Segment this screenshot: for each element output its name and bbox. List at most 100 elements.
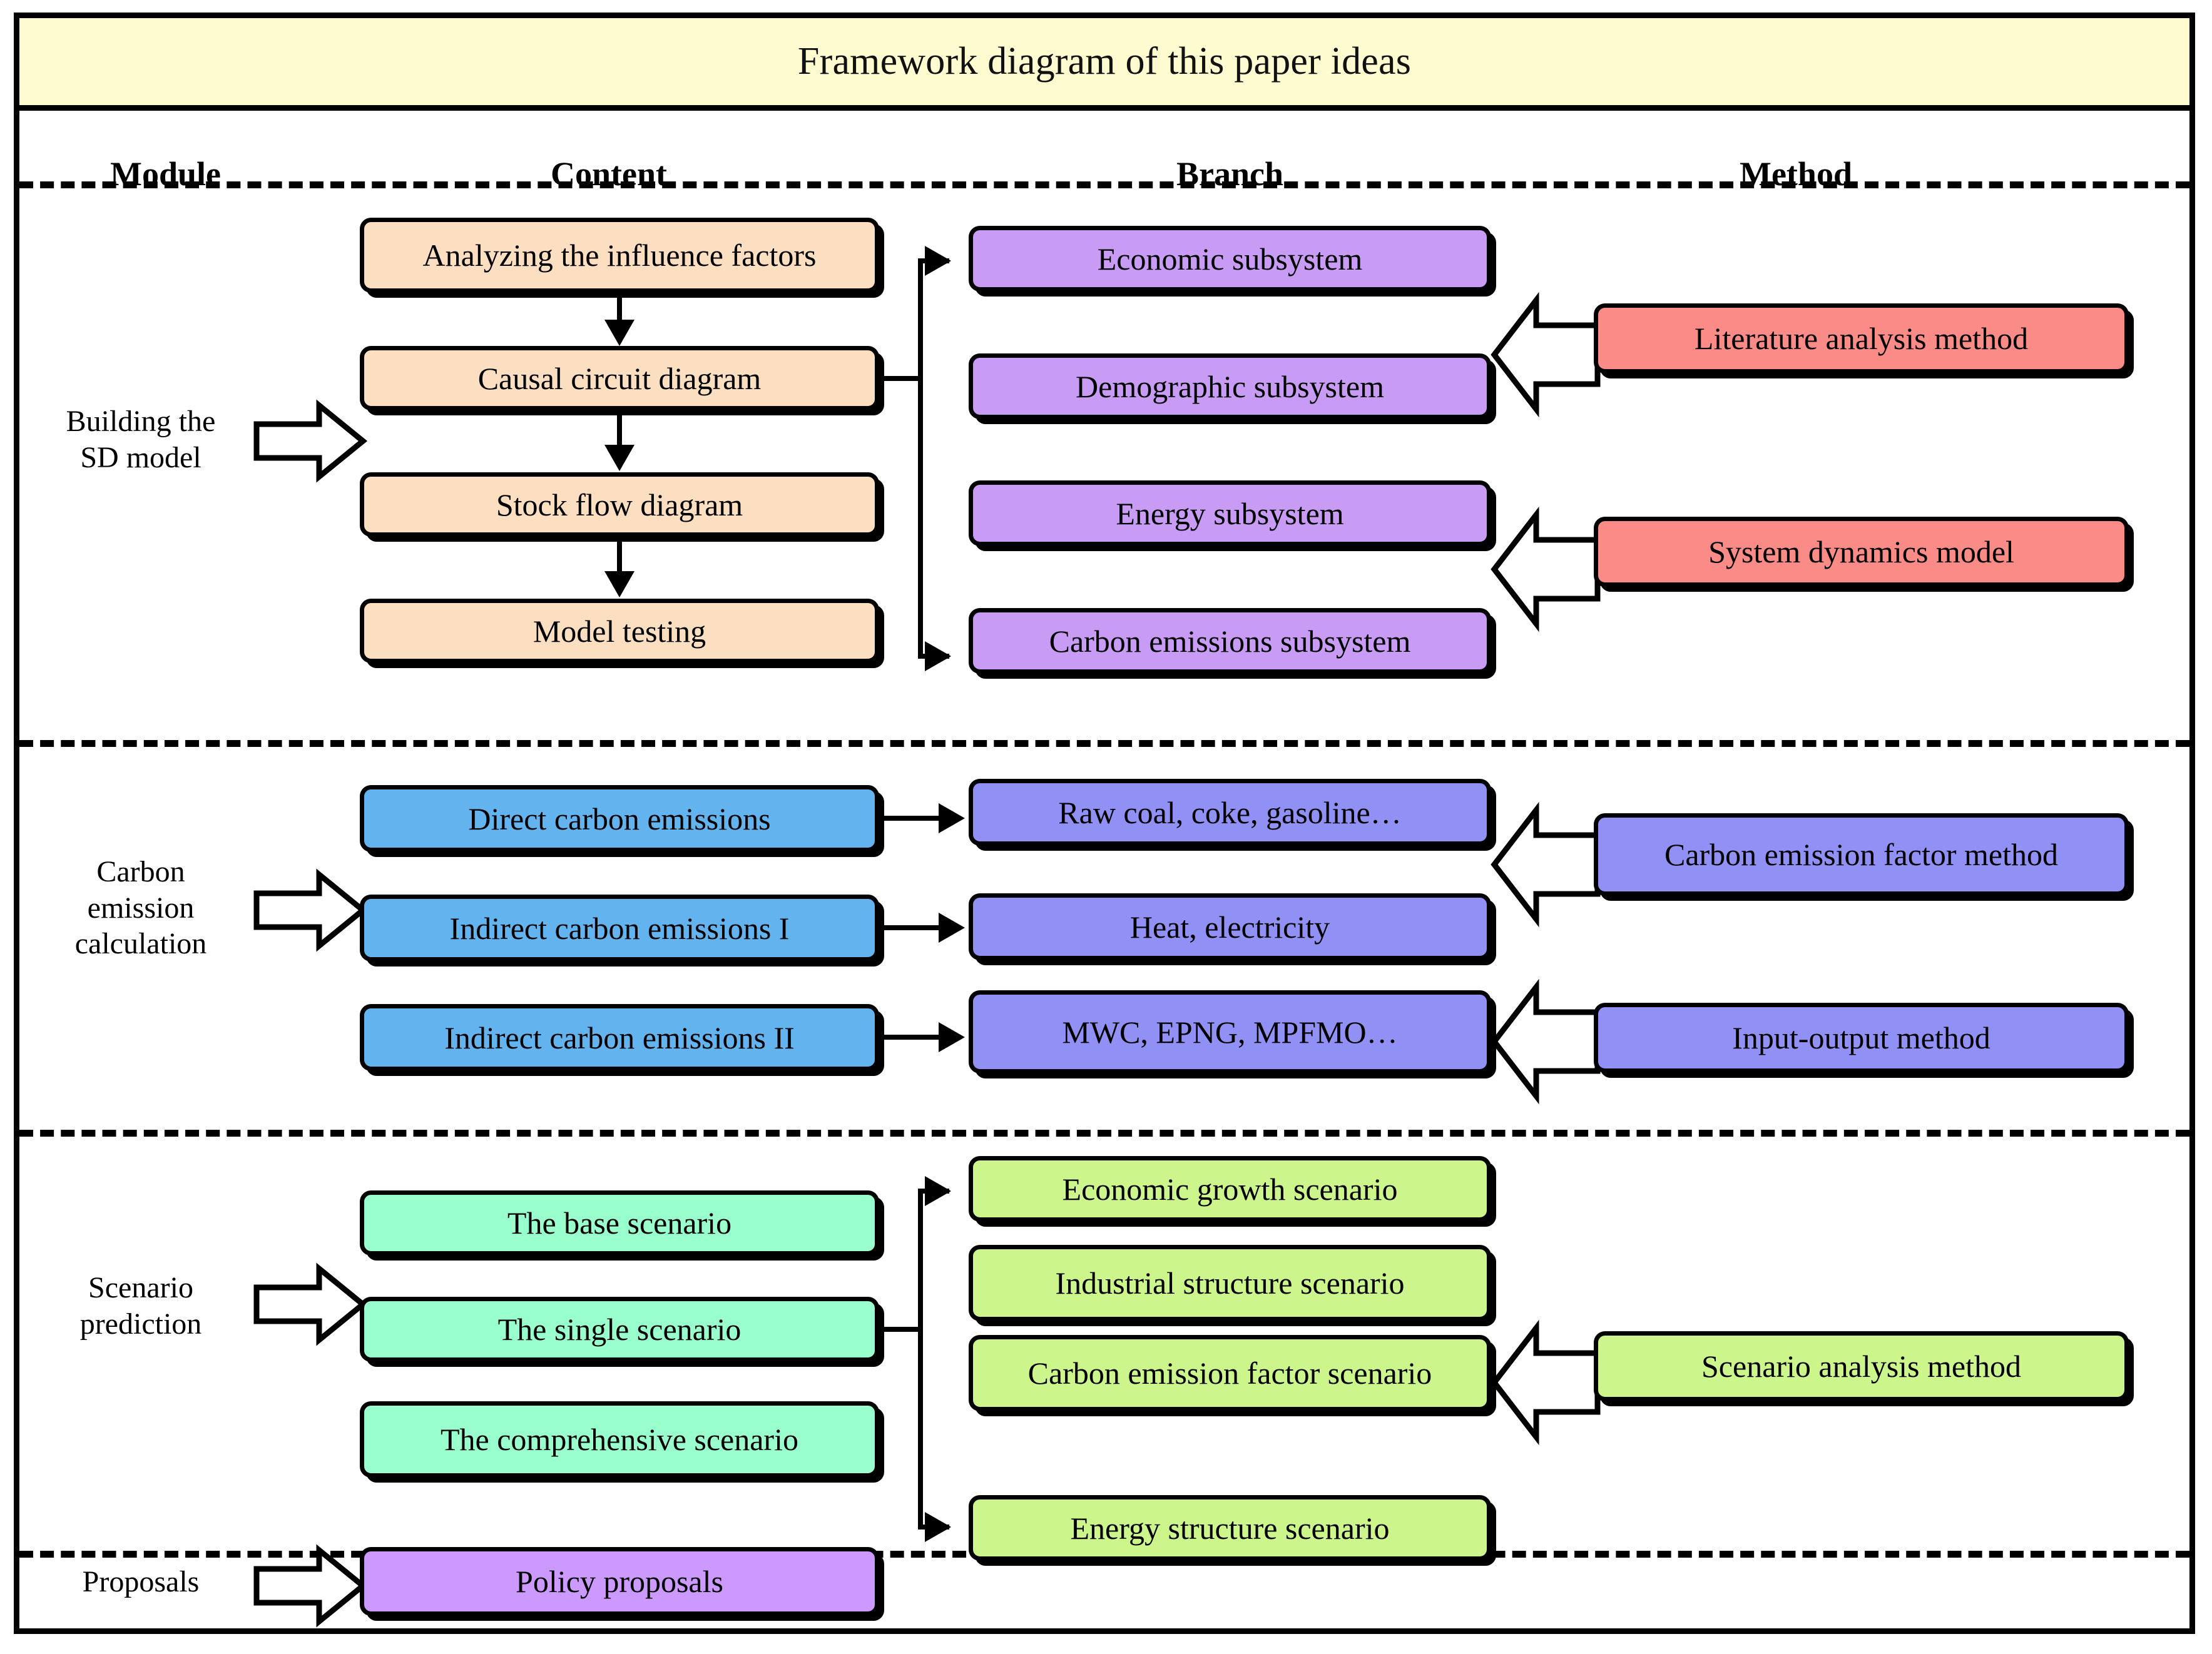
branch-box-mwc-epng[interactable]: MWC, EPNG, MPFMO… <box>969 990 1491 1073</box>
method-arrow-emission-factor-icon <box>1491 801 1601 928</box>
module-label-proposals: Proposals <box>38 1564 244 1600</box>
arrowhead-right-icon <box>939 913 965 943</box>
branch-box-energy-subsystem[interactable]: Energy subsystem <box>969 480 1491 546</box>
content-box-label: The base scenario <box>507 1205 732 1240</box>
module-label-carbon-line2: emission <box>87 891 195 925</box>
connector-line <box>617 293 622 321</box>
content-box-comprehensive-scenario[interactable]: The comprehensive scenario <box>360 1401 879 1478</box>
content-box-label: The comprehensive scenario <box>441 1421 798 1457</box>
method-box-system-dynamics[interactable]: System dynamics model <box>1594 517 2129 587</box>
arrowhead-right-icon <box>925 641 951 671</box>
module-arrow-sd-icon <box>253 399 368 483</box>
method-box-label: System dynamics model <box>1708 534 2014 569</box>
content-box-causal-circuit[interactable]: Causal circuit diagram <box>360 346 879 410</box>
content-box-label: Indirect carbon emissions I <box>449 910 790 946</box>
connector-line <box>879 376 923 381</box>
branch-box-label: Energy structure scenario <box>1070 1510 1390 1546</box>
module-label-scenario: Scenario prediction <box>38 1270 244 1342</box>
method-box-scenario-analysis[interactable]: Scenario analysis method <box>1594 1331 2129 1401</box>
branch-box-energy-structure-scenario[interactable]: Energy structure scenario <box>969 1495 1491 1561</box>
method-box-label: Literature analysis method <box>1694 321 2029 356</box>
arrowhead-right-icon <box>925 1512 951 1542</box>
module-label-carbon: Carbon emission calculation <box>38 854 244 962</box>
branch-box-label: Carbon emission factor scenario <box>1027 1355 1432 1391</box>
divider-section-2 <box>19 1130 2189 1137</box>
method-arrow-input-output-icon <box>1491 978 1601 1105</box>
arrowhead-right-icon <box>925 246 951 276</box>
connector-line <box>879 1327 923 1332</box>
module-arrow-carbon-icon <box>253 868 368 952</box>
method-box-label: Carbon emission factor method <box>1664 836 2059 872</box>
module-label-scenario-line1: Scenario <box>88 1271 193 1304</box>
method-arrow-scenario-analysis-icon <box>1491 1319 1601 1446</box>
frame-top-border <box>14 13 2195 18</box>
method-arrow-literature-icon <box>1491 292 1601 418</box>
method-box-literature-analysis[interactable]: Literature analysis method <box>1594 303 2129 373</box>
content-box-label: Policy proposals <box>516 1564 723 1599</box>
content-box-direct-emissions[interactable]: Direct carbon emissions <box>360 785 879 852</box>
content-box-label: Analyzing the influence factors <box>422 237 817 273</box>
module-label-scenario-line2: prediction <box>79 1307 202 1341</box>
content-box-label: Causal circuit diagram <box>477 360 762 396</box>
method-box-label: Scenario analysis method <box>1701 1349 2021 1384</box>
arrowhead-right-icon <box>939 803 965 833</box>
method-arrow-sd-model-icon <box>1491 506 1601 632</box>
branch-box-heat-electricity[interactable]: Heat, electricity <box>969 893 1491 960</box>
branch-box-label: Carbon emissions subsystem <box>1049 623 1411 659</box>
connector-line <box>879 816 945 821</box>
module-label-carbon-line3: calculation <box>74 927 207 961</box>
arrowhead-down-icon <box>604 445 635 471</box>
content-box-label: Direct carbon emissions <box>468 801 771 836</box>
arrowhead-right-icon <box>939 1022 965 1052</box>
method-box-carbon-emission-factor[interactable]: Carbon emission factor method <box>1594 813 2129 896</box>
connector-line <box>617 537 622 572</box>
divider-header <box>19 181 2189 188</box>
content-box-label: Indirect carbon emissions II <box>444 1020 795 1055</box>
arrowhead-down-icon <box>604 320 635 346</box>
divider-section-1 <box>19 740 2189 747</box>
branch-box-label: Industrial structure scenario <box>1055 1265 1405 1301</box>
module-label-proposals-line1: Proposals <box>82 1565 200 1598</box>
content-box-analyzing-factors[interactable]: Analyzing the influence factors <box>360 218 879 293</box>
content-box-model-testing[interactable]: Model testing <box>360 599 879 663</box>
frame-side-borders <box>14 13 2195 1634</box>
branch-box-raw-coal[interactable]: Raw coal, coke, gasoline… <box>969 779 1491 846</box>
method-box-label: Input-output method <box>1732 1020 1990 1055</box>
connector-line <box>918 1189 923 1530</box>
method-box-input-output[interactable]: Input-output method <box>1594 1003 2129 1073</box>
branch-box-label: Heat, electricity <box>1129 909 1330 945</box>
diagram-title: Framework diagram of this paper ideas <box>797 40 1412 83</box>
module-label-sd-line1: Building the <box>66 405 216 438</box>
branch-box-carbon-emission-factor-scenario[interactable]: Carbon emission factor scenario <box>969 1335 1491 1411</box>
module-label-sd-line2: SD model <box>80 440 201 474</box>
module-label-carbon-line1: Carbon <box>96 855 185 888</box>
branch-box-label: Economic subsystem <box>1097 241 1363 277</box>
module-arrow-proposals-icon <box>253 1544 368 1628</box>
content-box-base-scenario[interactable]: The base scenario <box>360 1190 879 1256</box>
arrowhead-down-icon <box>604 571 635 597</box>
content-box-stock-flow[interactable]: Stock flow diagram <box>360 472 879 537</box>
content-box-label: Model testing <box>533 613 706 649</box>
connector-line <box>879 925 945 930</box>
connector-line <box>879 1035 945 1040</box>
branch-box-label: MWC, EPNG, MPFMO… <box>1062 1014 1398 1050</box>
branch-box-label: Economic growth scenario <box>1062 1171 1398 1207</box>
module-arrow-scenario-icon <box>253 1262 368 1346</box>
content-box-indirect-emissions-2[interactable]: Indirect carbon emissions II <box>360 1004 879 1071</box>
branch-box-industrial-structure-scenario[interactable]: Industrial structure scenario <box>969 1245 1491 1321</box>
connector-line <box>617 410 622 446</box>
content-box-label: Stock flow diagram <box>496 487 743 522</box>
branch-box-economic-subsystem[interactable]: Economic subsystem <box>969 226 1491 292</box>
connector-line <box>918 258 923 659</box>
module-label-sd: Building the SD model <box>38 403 244 475</box>
content-box-single-scenario[interactable]: The single scenario <box>360 1297 879 1362</box>
content-box-indirect-emissions-1[interactable]: Indirect carbon emissions I <box>360 895 879 961</box>
content-box-policy-proposals[interactable]: Policy proposals <box>360 1547 879 1616</box>
branch-box-demographic-subsystem[interactable]: Demographic subsystem <box>969 353 1491 419</box>
branch-box-economic-growth-scenario[interactable]: Economic growth scenario <box>969 1156 1491 1222</box>
branch-box-carbon-emissions-subsystem[interactable]: Carbon emissions subsystem <box>969 608 1491 674</box>
frame-bottom-border <box>14 1628 2195 1634</box>
branch-box-label: Raw coal, coke, gasoline… <box>1058 794 1402 830</box>
branch-box-label: Demographic subsystem <box>1076 368 1384 404</box>
